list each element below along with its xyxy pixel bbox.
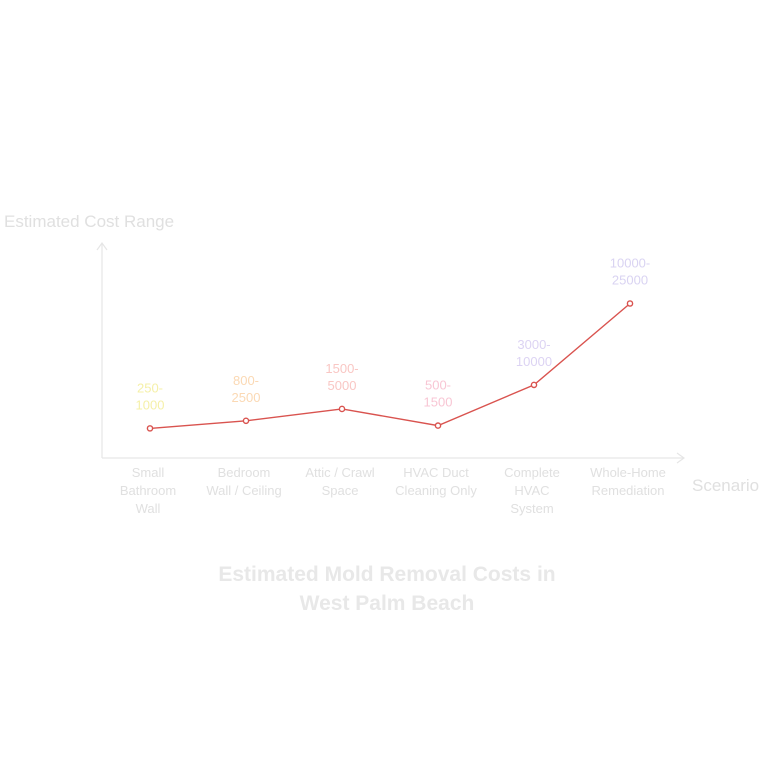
data-points bbox=[146, 300, 634, 432]
series-line bbox=[149, 302, 631, 430]
data-label: 3000-10000 bbox=[516, 337, 552, 369]
data-label: 10000-25000 bbox=[610, 256, 650, 288]
data-point bbox=[338, 405, 346, 413]
data-point bbox=[530, 381, 538, 389]
x-axis-arrow bbox=[676, 452, 686, 464]
data-point bbox=[146, 425, 154, 432]
data-point bbox=[626, 300, 634, 307]
data-label: 1500-5000 bbox=[325, 361, 358, 393]
y-axis-title: Estimated Cost Range bbox=[4, 212, 174, 231]
data-labels: 250-1000 800-2500 1500-5000 500-1500 3000-10… bbox=[136, 256, 651, 413]
data-label: 800-2500 bbox=[232, 373, 261, 405]
x-axis-title: Scenario bbox=[692, 476, 759, 495]
data-label: 500-1500 bbox=[424, 378, 453, 410]
y-axis-arrow bbox=[96, 241, 108, 251]
axes bbox=[96, 241, 686, 464]
data-label: 250-1000 bbox=[136, 380, 165, 412]
data-point bbox=[242, 417, 250, 425]
data-point bbox=[434, 422, 442, 429]
